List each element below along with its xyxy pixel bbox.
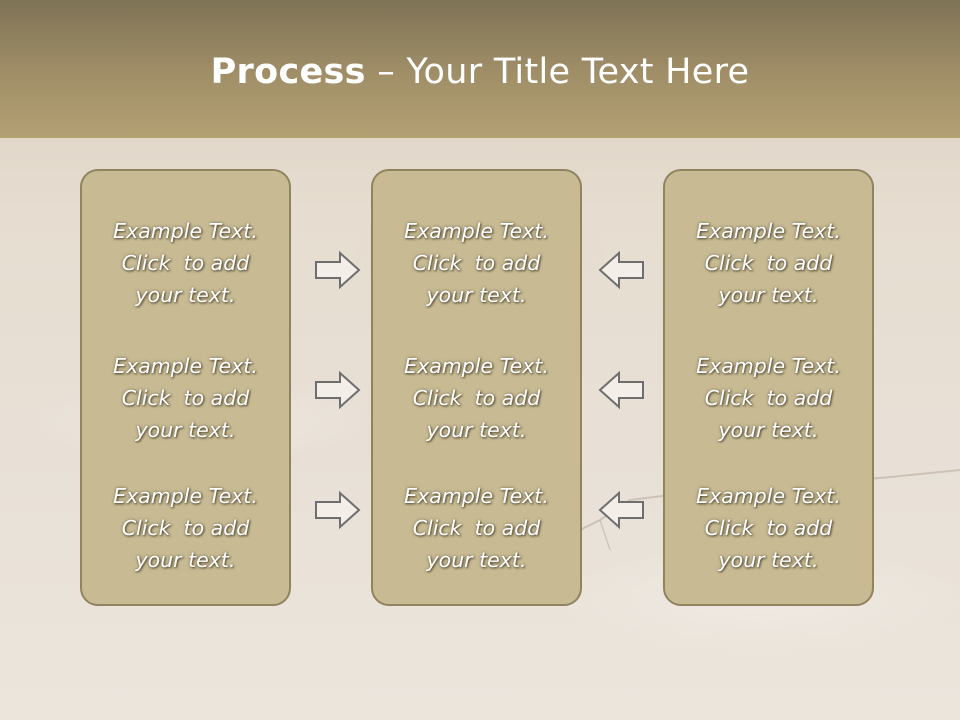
text-line: Example Text. — [404, 484, 549, 508]
right-arrow-icon — [315, 490, 361, 530]
text-line: Example Text. — [113, 219, 258, 243]
text-item[interactable]: Example Text. Click to add your text. — [82, 215, 289, 311]
text-item[interactable]: Example Text. Click to add your text. — [665, 480, 872, 576]
text-item[interactable]: Example Text. Click to add your text. — [373, 215, 580, 311]
text-line: Click to add — [121, 516, 250, 540]
process-box-center[interactable]: Example Text. Click to add your text. Ex… — [371, 169, 582, 606]
text-line: Example Text. — [404, 219, 549, 243]
process-box-right[interactable]: Example Text. Click to add your text. Ex… — [663, 169, 874, 606]
text-line: your text. — [135, 548, 236, 572]
text-item[interactable]: Example Text. Click to add your text. — [82, 350, 289, 446]
text-line: Click to add — [704, 516, 833, 540]
text-line: Click to add — [412, 251, 541, 275]
text-line: your text. — [135, 283, 236, 307]
text-item[interactable]: Example Text. Click to add your text. — [665, 215, 872, 311]
text-line: your text. — [426, 548, 527, 572]
right-arrow-icon — [315, 370, 361, 410]
right-arrow-icon — [315, 250, 361, 290]
title-rest: Your Title Text Here — [406, 52, 750, 92]
text-line: Click to add — [121, 251, 250, 275]
text-line: Example Text. — [113, 354, 258, 378]
text-line: Example Text. — [696, 219, 841, 243]
text-item[interactable]: Example Text. Click to add your text. — [82, 480, 289, 576]
text-line: your text. — [426, 418, 527, 442]
text-line: Example Text. — [404, 354, 549, 378]
slide-title[interactable]: Process – Your Title Text Here — [0, 52, 960, 92]
left-arrow-icon — [598, 370, 644, 410]
title-dash: – — [365, 52, 407, 92]
left-arrow-icon — [598, 250, 644, 290]
text-item[interactable]: Example Text. Click to add your text. — [665, 350, 872, 446]
text-line: your text. — [135, 418, 236, 442]
text-line: your text. — [718, 283, 819, 307]
process-box-left[interactable]: Example Text. Click to add your text. Ex… — [80, 169, 291, 606]
text-line: Example Text. — [696, 354, 841, 378]
text-line: Click to add — [412, 516, 541, 540]
text-line: Click to add — [121, 386, 250, 410]
text-line: your text. — [718, 418, 819, 442]
text-line: your text. — [718, 548, 819, 572]
text-item[interactable]: Example Text. Click to add your text. — [373, 350, 580, 446]
left-arrow-icon — [598, 490, 644, 530]
text-line: Example Text. — [113, 484, 258, 508]
text-line: your text. — [426, 283, 527, 307]
text-line: Click to add — [412, 386, 541, 410]
title-bar — [0, 0, 960, 138]
text-line: Example Text. — [696, 484, 841, 508]
text-line: Click to add — [704, 251, 833, 275]
text-item[interactable]: Example Text. Click to add your text. — [373, 480, 580, 576]
title-bold: Process — [210, 52, 366, 92]
text-line: Click to add — [704, 386, 833, 410]
